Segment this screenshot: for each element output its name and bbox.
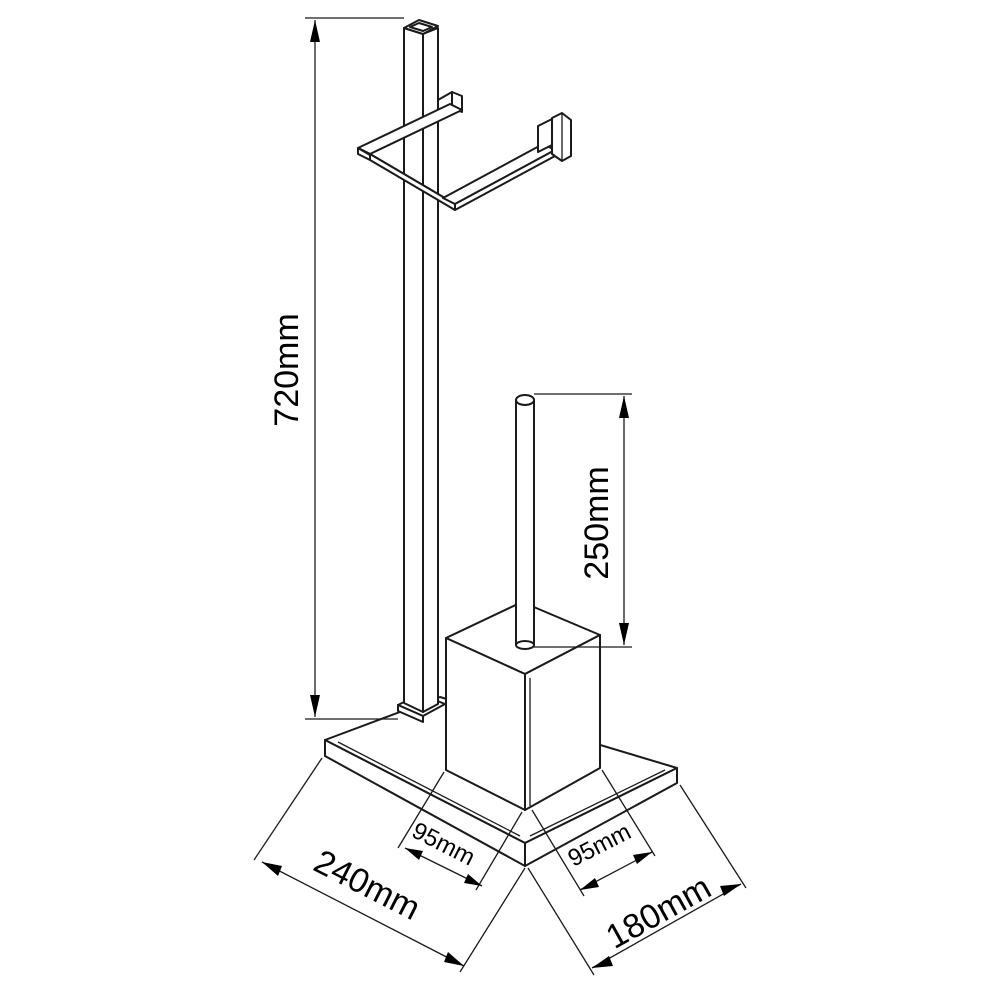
- brush-handle: [515, 394, 535, 650]
- paper-holder-arm: [357, 91, 572, 211]
- base-depth-label: 180mm: [600, 868, 718, 956]
- dimension-brush-height: 250mm: [534, 393, 632, 648]
- toilet-paper-stand-pole: [397, 19, 446, 723]
- total-height-label: 720mm: [268, 313, 306, 426]
- base-width-label: 240mm: [308, 843, 426, 928]
- brush-height-label: 250mm: [578, 466, 616, 579]
- dimension-total-height: 720mm: [268, 17, 404, 720]
